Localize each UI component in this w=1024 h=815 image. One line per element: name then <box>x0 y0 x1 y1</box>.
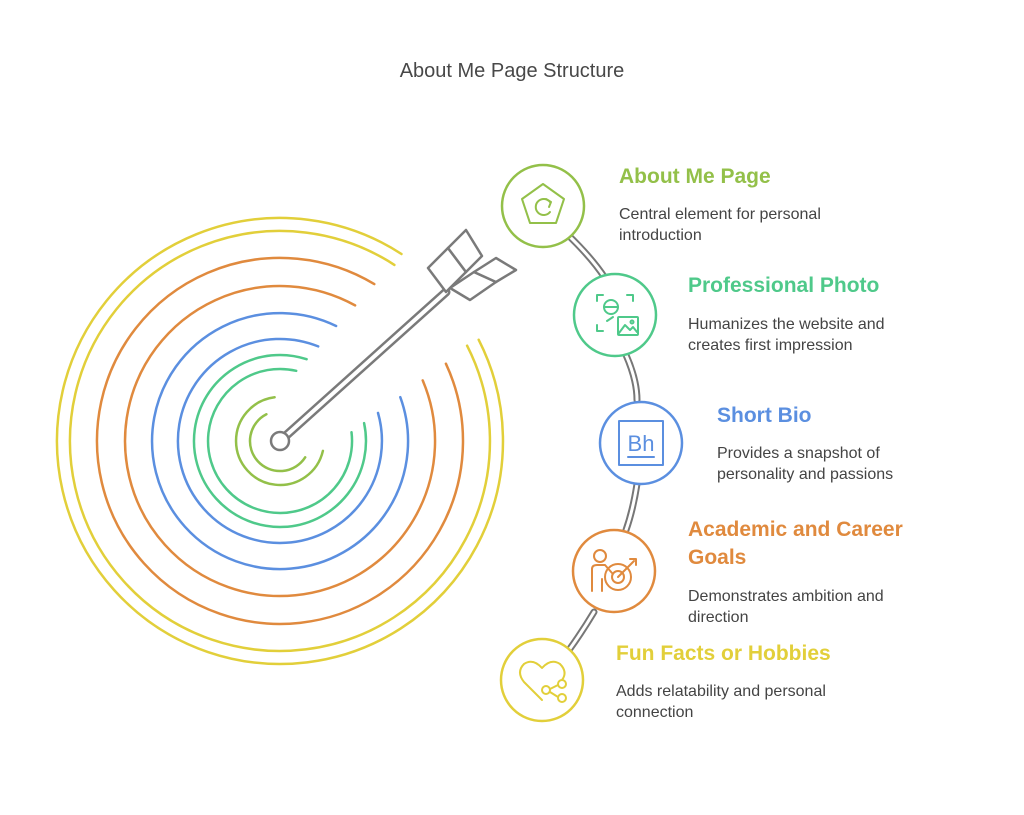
item-circle-3: Bh <box>598 400 684 486</box>
target-ring-8 <box>206 367 354 515</box>
item-title: About Me Page <box>619 165 771 188</box>
target-ring-3 <box>95 256 465 626</box>
target-ring-1 <box>55 216 505 666</box>
item-description: Humanizes the website and creates first … <box>688 316 885 354</box>
item-title: Short Bio <box>717 404 812 427</box>
item-description: Demonstrates ambition and direction <box>688 588 884 626</box>
heart-share-icon <box>519 660 567 703</box>
connector-chain <box>563 230 641 654</box>
item-circle-5 <box>499 637 585 723</box>
target-ring-4 <box>123 284 437 598</box>
bio-badge-icon: Bh <box>618 420 664 466</box>
item-description: Central element for personal introductio… <box>619 206 821 244</box>
target-ring-10 <box>248 413 307 473</box>
item-title: Professional Photo <box>688 274 880 297</box>
target-ring-9 <box>234 396 325 487</box>
person-target-icon <box>591 549 637 592</box>
item-title: Academic and Career Goals <box>688 518 903 569</box>
photo-user-icon <box>596 294 639 336</box>
target-ring-2 <box>68 229 492 653</box>
arrow-icon <box>269 228 518 452</box>
item-description: Provides a snapshot of personality and p… <box>717 445 894 483</box>
item-description: Adds relatability and personal connectio… <box>616 683 826 721</box>
target-rings <box>55 216 505 666</box>
pentagon-refresh-icon <box>521 183 565 224</box>
target-ring-7 <box>192 353 368 529</box>
item-title: Fun Facts or Hobbies <box>616 642 831 665</box>
item-circle-1 <box>500 163 586 249</box>
target-ring-5 <box>150 311 410 571</box>
item-circle-2 <box>572 272 658 358</box>
target-ring-6 <box>176 337 384 545</box>
item-circle-4 <box>571 528 657 614</box>
page-title: About Me Page Structure <box>399 60 625 82</box>
bio-badge-text: Bh <box>628 431 655 456</box>
